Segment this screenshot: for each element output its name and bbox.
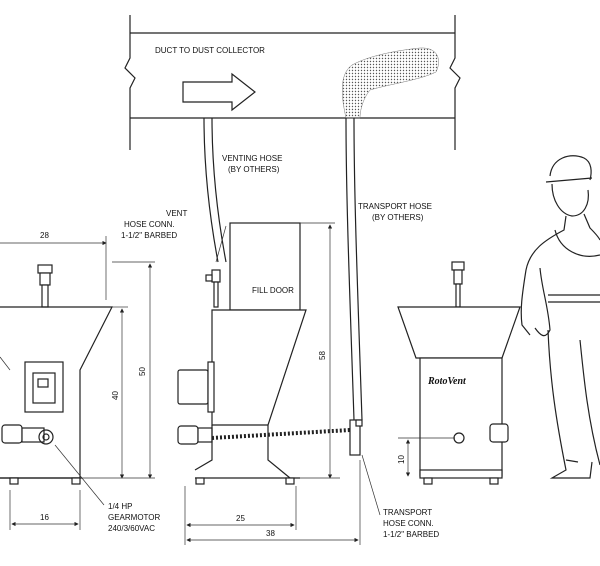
gearmotor-label-2: GEARMOTOR [108, 513, 161, 522]
transport-auger [211, 428, 351, 440]
venting-hose [203, 117, 219, 263]
transport-conn-label: TRANSPORT [383, 508, 432, 517]
gearmotor-label-3: 240/3/60VAC [108, 524, 155, 533]
right-unit [397, 261, 521, 485]
duct-label: DUCT TO DUST COLLECTOR [155, 46, 265, 55]
dim-height-50: 50 [138, 367, 147, 376]
rotovent-logo: RotoVent [427, 376, 467, 387]
dim-height-40: 40 [111, 391, 120, 400]
transport-conn-label-3: 1-1/2" BARBED [383, 530, 439, 539]
vent-label: VENT [166, 209, 187, 218]
dim-base-38: 38 [266, 529, 275, 538]
venting-hose-label-2: (BY OTHERS) [228, 165, 280, 174]
dim-height-58: 58 [318, 351, 327, 360]
duct [124, 15, 461, 150]
airflow-arrow-icon [182, 72, 256, 112]
left-unit [0, 264, 113, 485]
person-silhouette [520, 155, 600, 479]
dust-plume [342, 47, 439, 119]
middle-unit [177, 222, 363, 485]
gearmotor-label: 1/4 HP [108, 502, 132, 511]
transport-hose [345, 117, 355, 421]
fill-door-label: FILL DOOR [252, 286, 294, 295]
dim-base-16: 16 [40, 513, 49, 522]
transport-hose-label-2: (BY OTHERS) [372, 213, 424, 222]
dim-base-25: 25 [236, 514, 245, 523]
transport-hose-label: TRANSPORT HOSE [358, 202, 432, 211]
vent-label-3: 1-1/2" BARBED [121, 231, 177, 240]
transport-conn-label-2: HOSE CONN. [383, 519, 434, 528]
vent-label-2: HOSE CONN. [124, 220, 175, 229]
dim-height-10: 10 [397, 455, 406, 464]
dim-width-28: 28 [40, 231, 49, 240]
venting-hose-label: VENTING HOSE [222, 154, 282, 163]
